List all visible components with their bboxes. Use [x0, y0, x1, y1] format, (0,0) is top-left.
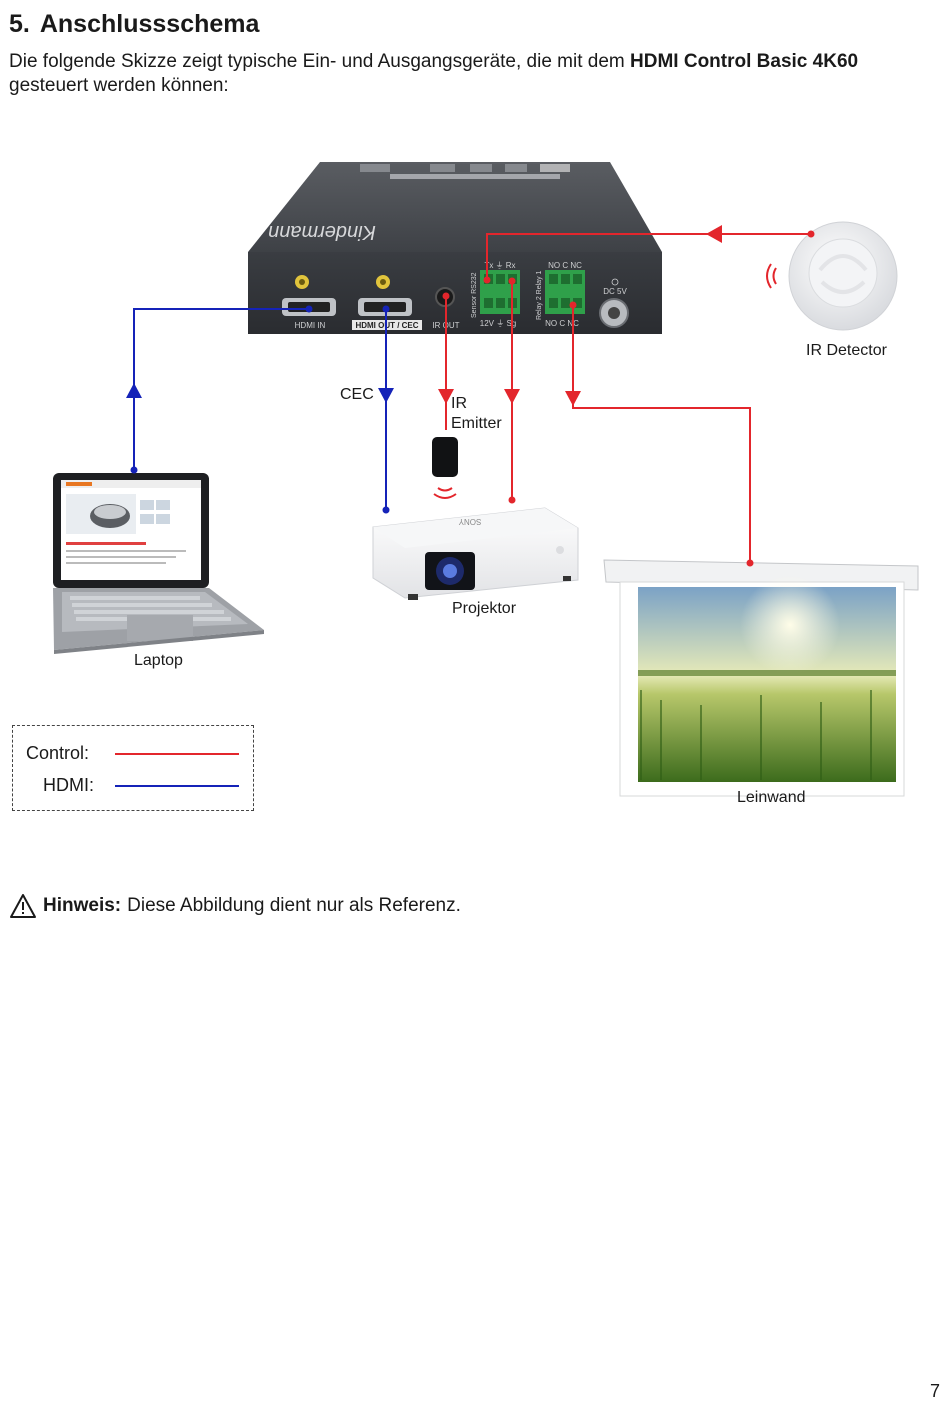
screen-label: Leinwand: [737, 789, 806, 806]
section-number: 5.: [9, 10, 30, 38]
section-title: Anschlussschema: [39, 10, 260, 38]
hdmi-in-label: HDMI IN: [295, 321, 326, 330]
rs232-top-label: Tx ⏚ Rx: [484, 261, 515, 270]
projection-screen: [603, 559, 919, 797]
rs232-bottom-label: 12V ⏚ Sg: [480, 319, 516, 328]
product-name: HDMI Control Basic 4K60: [630, 51, 859, 72]
ir-wave-icon: [766, 263, 777, 289]
arrow-down-icon: [565, 391, 581, 406]
arrow-up-icon: [126, 383, 142, 398]
relay-bottom-label: NO C NC: [545, 319, 579, 328]
note-text: Diese Abbildung dient nur als Referenz.: [127, 895, 461, 916]
legend-hdmi-line: [115, 785, 239, 787]
relay-side-label: Relay 2 Relay 1: [536, 270, 543, 320]
device-top-labels: [360, 164, 570, 179]
rs232-side-label: Sensor RS232: [471, 272, 478, 318]
legend-control-line: [115, 753, 239, 755]
intro-text-before: Die folgende Skizze zeigt typische Ein- …: [9, 51, 631, 72]
ir-emitter-illustration: [432, 437, 458, 499]
warning-icon: [10, 894, 36, 918]
arrow-down-icon: [504, 389, 520, 404]
ir-detector-label: IR Detector: [806, 342, 887, 359]
arrow-down-icon: [438, 389, 454, 404]
ir-detector: [766, 221, 898, 331]
ir-wave-icon: [433, 487, 457, 499]
intro-paragraph: Die folgende Skizze zeigt typische Ein- …: [9, 50, 929, 98]
device-brand-logo: Kindermann: [268, 221, 376, 243]
ir-emitter-label-line1: IR: [451, 395, 467, 412]
svg-text:SONY: SONY: [458, 517, 481, 526]
connection-diagram: Kindermann HDMI IN HDMI OUT / CEC IR OUT…: [0, 130, 950, 830]
arrow-down-icon: [378, 388, 394, 403]
laptop-illustration: [53, 473, 264, 654]
legend-control-label: Control:: [26, 743, 90, 763]
legend-box: Control: HDMI:: [12, 725, 254, 811]
hdmi-out-label: HDMI OUT / CEC: [355, 321, 418, 330]
hdmi-connections: [133, 308, 387, 510]
intro-text-after: gesteuert werden können:: [9, 75, 229, 96]
page-number: 7: [929, 1381, 940, 1401]
relay-top-label: NO C NC: [548, 261, 582, 270]
cec-label: CEC: [340, 386, 374, 403]
laptop-label: Laptop: [134, 652, 183, 669]
ir-emitter-label-line2: Emitter: [451, 415, 502, 432]
projector-illustration: SONY: [372, 507, 579, 600]
arrow-left-icon: [706, 225, 722, 243]
projector-label: Projektor: [452, 600, 517, 617]
section-heading: 5. Anschlussschema: [9, 10, 259, 39]
note-bold: Hinweis:: [43, 895, 122, 916]
note: Hinweis:Diese Abbildung dient nur als Re…: [9, 893, 461, 919]
dc-label: DC 5V: [603, 287, 627, 296]
legend-hdmi-label: HDMI:: [43, 775, 94, 795]
